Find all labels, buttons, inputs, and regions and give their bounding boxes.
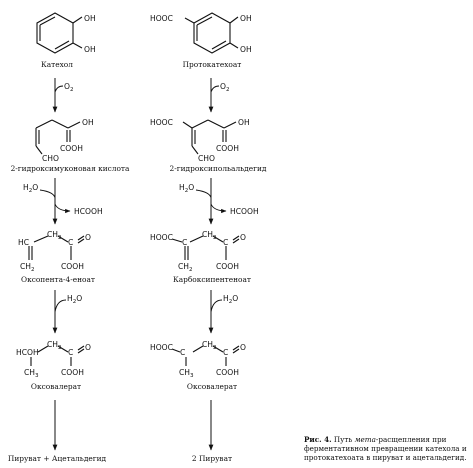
ch2-label: CH2: [202, 230, 217, 241]
product-label-left: Пируват + Ацетальдегид: [7, 454, 107, 463]
oxovalerate-left-structure: [30, 345, 85, 366]
cooh-label: COOH: [216, 144, 239, 153]
hcooh-label: HCOOH: [74, 207, 103, 216]
cooh-label: COOH: [216, 368, 239, 377]
o2-label: O2: [64, 82, 74, 93]
compound-label-protocatechuate: Протокатехоат: [182, 60, 242, 69]
compound-label-oxovalerate-left: Оксовалерат: [30, 382, 82, 391]
hcooh-label: HCOOH: [230, 207, 259, 216]
c-label: C: [182, 238, 187, 247]
oh-label: OH: [240, 45, 252, 54]
ch2-label: CH2: [20, 262, 35, 273]
hcoh-label: HCOH: [16, 348, 39, 357]
hooc-label: HOOC: [150, 233, 173, 242]
compound-label-hydroxysemialdehyde: 2-гидроксипольальдегид: [169, 164, 267, 173]
oh-label: OH: [82, 118, 94, 127]
cho-label: CHO: [42, 154, 59, 163]
ch3-label: CH3: [24, 368, 39, 379]
compound-label-hydroxymuconic-acid: 2-гидроксимуконовая кислота: [10, 164, 130, 173]
oh-label: OH: [84, 14, 96, 23]
cho-label: CHO: [198, 154, 215, 163]
caption-text-b: -расщепления при ферментативном превраще…: [304, 435, 467, 462]
c-label: C: [68, 348, 73, 357]
hooc-label: HOOC: [150, 14, 173, 23]
oxovalerate-right-structure: [171, 345, 240, 366]
compound-label-catechol: Катехол: [41, 60, 73, 69]
ch2-label: CH2: [202, 340, 217, 351]
carboxypentenoate-structure: [171, 235, 240, 260]
c-label: C: [223, 348, 228, 357]
protocatechuate-structure: [184, 12, 239, 54]
cooh-label: COOH: [61, 262, 84, 271]
ch3-label: CH3: [179, 368, 194, 379]
o2-curve: [210, 85, 220, 93]
figure-caption: Рис. 4. Путь мета-расщепления при фермен…: [304, 435, 472, 462]
cooh-label: COOH: [61, 368, 84, 377]
hcooh-curve: [210, 203, 227, 214]
h2o-label: H2O: [67, 294, 82, 305]
o-label: O: [240, 343, 246, 352]
ch2-label: CH2: [47, 230, 62, 241]
c-label: C: [223, 238, 228, 247]
compound-label-oxopentenoate: Оксопента-4-еноат: [21, 275, 95, 284]
oh-label: OH: [240, 14, 252, 23]
hc-label: HC: [18, 238, 29, 247]
hcooh-curve: [54, 203, 71, 214]
o-label: O: [240, 233, 246, 242]
cooh-label: COOH: [60, 144, 83, 153]
c-label: C: [68, 238, 73, 247]
h2o-curve: [210, 299, 223, 313]
o-label: O: [85, 233, 91, 242]
h2o-curve: [54, 299, 67, 313]
catechol-structure: [36, 12, 83, 54]
ch2-label: CH2: [178, 262, 193, 273]
hydroxymuconic-acid-structure: [35, 119, 81, 155]
oh-label: OH: [84, 45, 96, 54]
o2-label: O2: [220, 82, 230, 93]
caption-label: Рис. 4.: [304, 435, 332, 444]
compound-label-carboxypentenoate: Карбоксипентеноат: [173, 275, 251, 284]
hydroxysemialdehyde-structure: [182, 119, 237, 155]
oxopentenoate-structure: [28, 235, 85, 260]
hooc-label: HOOC: [150, 343, 173, 352]
compound-label-oxovalerate-right: Оксовалерат: [186, 382, 238, 391]
h2o-label: H2O: [179, 183, 194, 194]
h2o-curve: [195, 189, 212, 199]
caption-italic: мета: [354, 435, 376, 444]
cooh-label: COOH: [216, 262, 239, 271]
h2o-label: H2O: [23, 183, 38, 194]
o2-curve: [54, 85, 64, 93]
h2o-label: H2O: [223, 294, 238, 305]
hooc-label: HOOC: [150, 118, 173, 127]
product-label-right: 2 Пируват: [191, 454, 233, 463]
h2o-curve: [39, 189, 56, 199]
ch2-label: CH2: [47, 340, 62, 351]
o-label: O: [85, 343, 91, 352]
caption-text-a: Путь: [331, 435, 355, 444]
oh-label: OH: [238, 118, 250, 127]
c-label: C: [180, 348, 185, 357]
